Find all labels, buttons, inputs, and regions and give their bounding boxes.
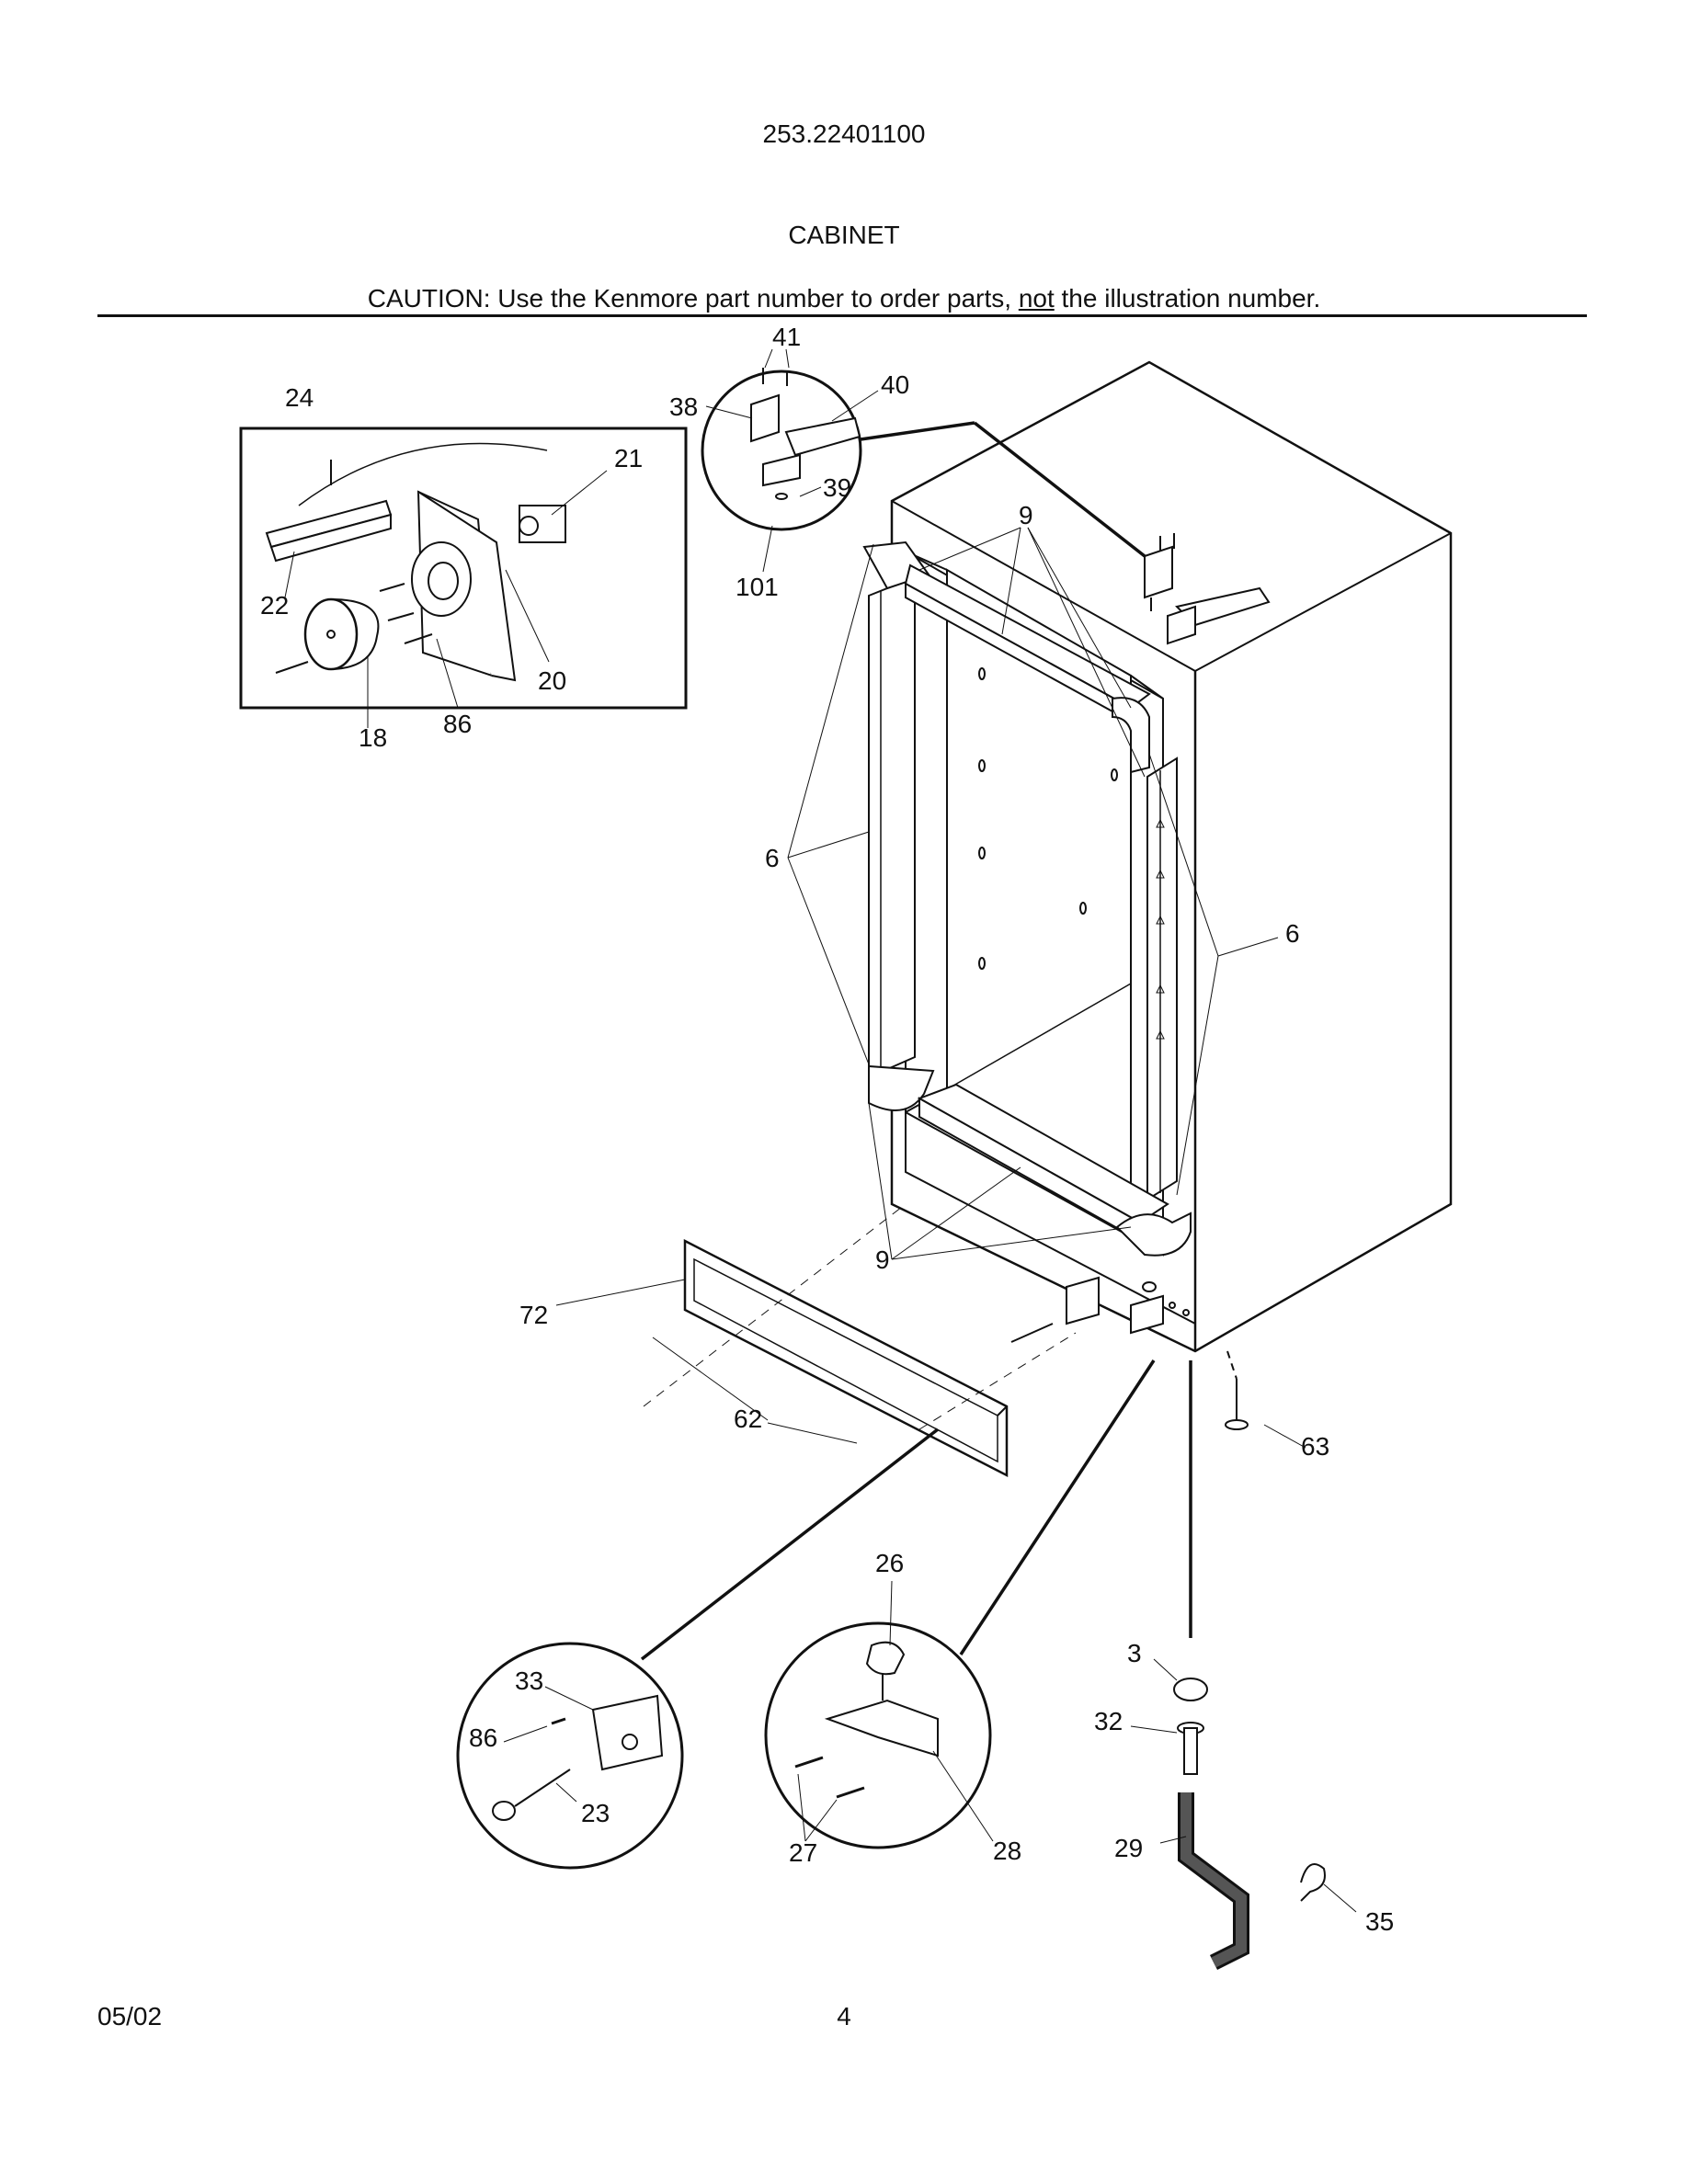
- callout-22: 22: [260, 591, 289, 620]
- callout-labels: 41 40 38 39 101 24 21 22 20 18 86 9 6 6 …: [260, 323, 1394, 1936]
- callout-23: 23: [581, 1799, 610, 1827]
- callout-72: 72: [519, 1301, 548, 1329]
- callout-28: 28: [993, 1837, 1021, 1865]
- hinge-detail-circle: [701, 368, 975, 531]
- callout-40: 40: [881, 370, 909, 399]
- callout-63: 63: [1301, 1432, 1329, 1461]
- callout-33: 33: [515, 1666, 543, 1695]
- callout-32: 32: [1094, 1707, 1123, 1735]
- lower-hardware: [1010, 1276, 1306, 1449]
- callout-39: 39: [823, 473, 851, 502]
- header-rule: [97, 314, 1587, 317]
- caution-prefix: CAUTION: Use the Kenmore part number to …: [367, 284, 1019, 313]
- revision-date: 05/02: [97, 2002, 163, 2030]
- callout-3: 3: [1127, 1639, 1142, 1667]
- leader-lines-lower-left: [503, 1686, 594, 1803]
- callout-9-bottom: 9: [875, 1246, 890, 1274]
- callout-6-right: 6: [1285, 919, 1300, 948]
- callout-6-left: 6: [765, 844, 780, 872]
- callout-20: 20: [538, 666, 566, 695]
- callout-101: 101: [736, 573, 779, 601]
- callout-35: 35: [1365, 1907, 1394, 1936]
- caution-suffix: the illustration number.: [1054, 284, 1321, 313]
- caution-notice: CAUTION: Use the Kenmore part number to …: [0, 284, 1688, 313]
- leader-lines-control: [284, 470, 608, 728]
- page-number: 4: [837, 2002, 851, 2030]
- callout-29: 29: [1114, 1834, 1143, 1862]
- callout-41: 41: [772, 323, 801, 351]
- breaker-trim-strips: [862, 540, 1192, 1257]
- top-hinge-assembly: [973, 421, 1271, 645]
- callout-9-top: 9: [1019, 501, 1033, 529]
- drain-parts: [1173, 1678, 1326, 1971]
- section-title: CABINET: [788, 221, 900, 249]
- callout-86-top: 86: [443, 710, 472, 738]
- callout-86-bottom: 86: [469, 1723, 497, 1752]
- callout-38: 38: [669, 392, 698, 421]
- callout-26: 26: [875, 1549, 904, 1577]
- leader-lines-hinge: [705, 348, 879, 573]
- leader-lines-drain: [1130, 1658, 1357, 1913]
- leader-lines-grille: [555, 1203, 1077, 1444]
- callout-62: 62: [734, 1405, 762, 1433]
- callout-24: 24: [285, 383, 314, 412]
- callout-18: 18: [359, 723, 387, 752]
- callout-27: 27: [789, 1838, 817, 1867]
- leader-lines-trim: [787, 527, 1279, 1260]
- detail-circle-lower-middle: [764, 1621, 992, 1849]
- leader-lines-lower-middle: [797, 1580, 994, 1842]
- detail-circle-lower-left: [456, 1642, 684, 1870]
- control-assembly-inset: [239, 427, 688, 710]
- detail-connector-lines: [640, 1359, 1192, 1661]
- model-number: 253.22401100: [762, 119, 926, 148]
- caution-emphasis: not: [1018, 284, 1055, 313]
- toe-grille: [683, 1238, 1009, 1478]
- callout-21: 21: [614, 444, 643, 472]
